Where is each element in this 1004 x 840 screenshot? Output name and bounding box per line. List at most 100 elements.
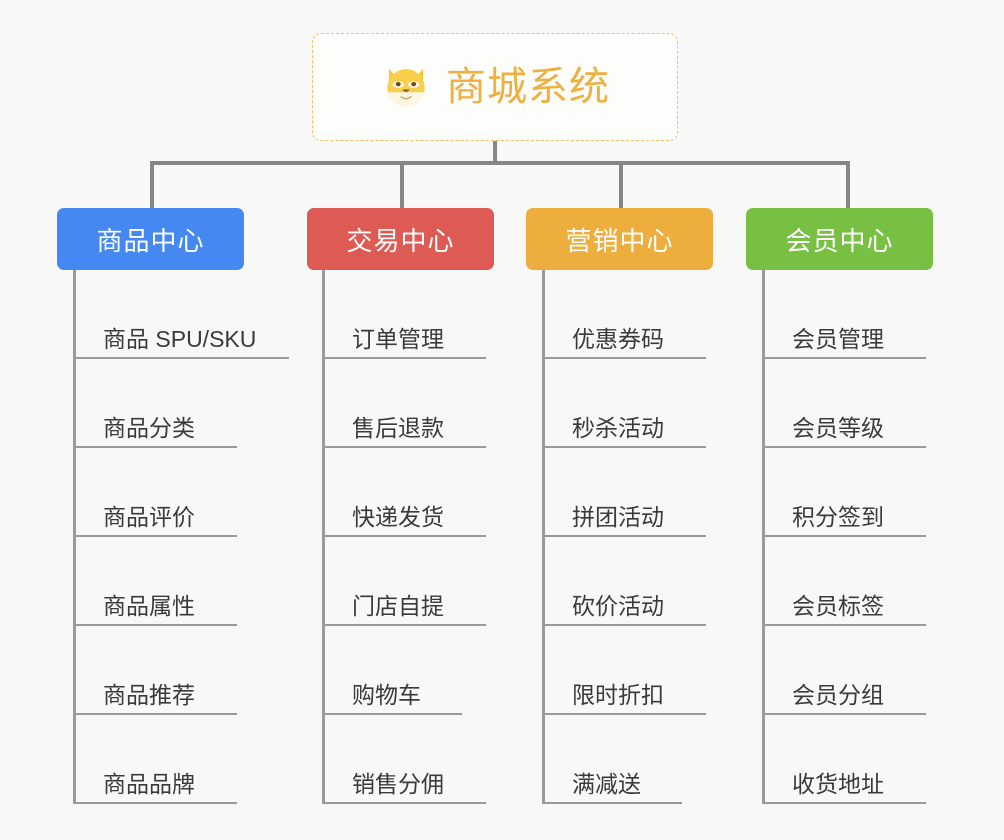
leaf-item[interactable]: 快递发货 xyxy=(322,448,486,537)
leaf-item[interactable]: 购物车 xyxy=(322,626,462,715)
leaf-item-label: 满减送 xyxy=(572,771,641,797)
leaf-item[interactable]: 门店自提 xyxy=(322,537,486,626)
category-column-trade-center: 交易中心订单管理售后退款快递发货门店自提购物车销售分佣 xyxy=(307,208,494,804)
connector-spine-marketing-center xyxy=(542,270,545,804)
leaf-item-label: 商品推荐 xyxy=(103,682,195,708)
connector-drop-member-center xyxy=(846,161,850,208)
leaf-item-label: 收货地址 xyxy=(792,771,884,797)
connector-drop-product-center xyxy=(150,161,154,208)
leaf-underline xyxy=(542,357,706,359)
leaf-item[interactable]: 会员等级 xyxy=(762,359,926,448)
leaf-underline xyxy=(322,535,486,537)
category-box-trade-center[interactable]: 交易中心 xyxy=(307,208,494,270)
leaf-item[interactable]: 销售分佣 xyxy=(322,715,486,804)
leaf-underline xyxy=(762,446,926,448)
leaf-item[interactable]: 商品属性 xyxy=(73,537,272,626)
leaf-underline xyxy=(73,802,237,804)
leaf-list-product-center: 商品 SPU/SKU 商品分类商品评价商品属性商品推荐商品品牌 xyxy=(73,270,289,804)
leaf-item-label: 快递发货 xyxy=(352,504,444,530)
category-box-marketing-center[interactable]: 营销中心 xyxy=(526,208,713,270)
leaf-item-label: 拼团活动 xyxy=(572,504,664,530)
leaf-item-label: 会员管理 xyxy=(792,326,884,352)
leaf-item-label: 限时折扣 xyxy=(572,682,664,708)
leaf-item-label: 会员等级 xyxy=(792,415,884,441)
leaf-item[interactable]: 商品推荐 xyxy=(73,626,272,715)
leaf-item-label: 购物车 xyxy=(352,682,421,708)
leaf-item-label: 商品分类 xyxy=(103,415,195,441)
leaf-underline xyxy=(762,624,926,626)
leaf-underline xyxy=(542,713,706,715)
connector-spine-member-center xyxy=(762,270,765,804)
root-node-title: 商城系统 xyxy=(446,65,610,109)
leaf-item[interactable]: 砍价活动 xyxy=(542,537,706,626)
leaf-underline xyxy=(762,535,926,537)
leaf-underline xyxy=(73,357,289,359)
leaf-underline xyxy=(322,713,462,715)
leaf-item[interactable]: 收货地址 xyxy=(762,715,926,804)
connector-spine-trade-center xyxy=(322,270,325,804)
connector-root-stem xyxy=(493,141,497,165)
leaf-item-label: 商品属性 xyxy=(103,593,195,619)
leaf-item-label: 销售分佣 xyxy=(352,771,444,797)
leaf-item-label: 商品 SPU/SKU xyxy=(103,326,257,352)
category-title: 营销中心 xyxy=(565,225,674,256)
leaf-item-label: 秒杀活动 xyxy=(572,415,664,441)
leaf-item-label: 会员标签 xyxy=(792,593,884,619)
leaf-item[interactable]: 秒杀活动 xyxy=(542,359,706,448)
leaf-item[interactable]: 商品评价 xyxy=(73,448,272,537)
connector-drop-marketing-center xyxy=(619,161,623,208)
leaf-item-label: 积分签到 xyxy=(792,504,884,530)
leaf-underline xyxy=(542,802,682,804)
leaf-list-member-center: 会员管理会员等级积分签到会员标签会员分组收货地址 xyxy=(762,270,926,804)
leaf-list-trade-center: 订单管理售后退款快递发货门店自提购物车销售分佣 xyxy=(322,270,486,804)
leaf-item-label: 商品品牌 xyxy=(103,771,195,797)
leaf-item-label: 会员分组 xyxy=(792,682,884,708)
leaf-item[interactable]: 拼团活动 xyxy=(542,448,706,537)
category-title: 商品中心 xyxy=(96,225,205,256)
category-title: 会员中心 xyxy=(785,225,894,256)
leaf-underline xyxy=(542,535,706,537)
leaf-item[interactable]: 满减送 xyxy=(542,715,682,804)
leaf-item-label: 售后退款 xyxy=(352,415,444,441)
leaf-item[interactable]: 会员分组 xyxy=(762,626,926,715)
leaf-item-label: 优惠券码 xyxy=(572,326,664,352)
leaf-underline xyxy=(542,624,706,626)
leaf-underline xyxy=(73,624,237,626)
leaf-list-marketing-center: 优惠券码秒杀活动拼团活动砍价活动限时折扣满减送 xyxy=(542,270,706,804)
category-box-member-center[interactable]: 会员中心 xyxy=(746,208,933,270)
leaf-item[interactable]: 售后退款 xyxy=(322,359,486,448)
leaf-underline xyxy=(322,446,486,448)
leaf-item-label: 门店自提 xyxy=(352,593,444,619)
category-box-product-center[interactable]: 商品中心 xyxy=(57,208,244,270)
leaf-item[interactable]: 订单管理 xyxy=(322,270,486,359)
category-column-marketing-center: 营销中心优惠券码秒杀活动拼团活动砍价活动限时折扣满减送 xyxy=(526,208,713,804)
leaf-underline xyxy=(322,624,486,626)
category-column-member-center: 会员中心会员管理会员等级积分签到会员标签会员分组收货地址 xyxy=(746,208,933,804)
leaf-item[interactable]: 商品分类 xyxy=(73,359,272,448)
leaf-item[interactable]: 商品品牌 xyxy=(73,715,272,804)
leaf-item-label: 商品评价 xyxy=(103,504,195,530)
leaf-item[interactable]: 积分签到 xyxy=(762,448,926,537)
leaf-underline xyxy=(73,713,237,715)
connector-drop-trade-center xyxy=(400,161,404,208)
leaf-item[interactable]: 会员标签 xyxy=(762,537,926,626)
leaf-item-label: 订单管理 xyxy=(352,326,444,352)
leaf-item[interactable]: 商品 SPU/SKU xyxy=(73,270,289,359)
leaf-underline xyxy=(762,802,926,804)
shiba-dog-icon xyxy=(380,61,432,113)
leaf-item[interactable]: 优惠券码 xyxy=(542,270,706,359)
leaf-underline xyxy=(762,713,926,715)
category-column-product-center: 商品中心商品 SPU/SKU 商品分类商品评价商品属性商品推荐商品品牌 xyxy=(57,208,289,804)
leaf-item[interactable]: 限时折扣 xyxy=(542,626,706,715)
connector-horizontal-bus xyxy=(150,161,850,165)
leaf-underline xyxy=(322,802,486,804)
leaf-item-label: 砍价活动 xyxy=(572,593,664,619)
leaf-underline xyxy=(322,357,486,359)
leaf-underline xyxy=(73,535,237,537)
connector-spine-product-center xyxy=(73,270,76,804)
category-title: 交易中心 xyxy=(346,225,455,256)
leaf-item[interactable]: 会员管理 xyxy=(762,270,926,359)
leaf-underline xyxy=(73,446,237,448)
root-node-shop-system[interactable]: 商城系统 xyxy=(312,33,678,141)
